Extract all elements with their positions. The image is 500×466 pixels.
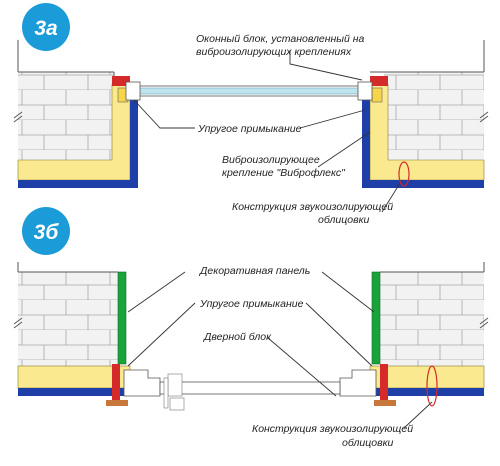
leader-window-block [289,50,363,81]
leader-elastic-right-b [305,302,373,367]
left-threshold [106,400,128,406]
badge-3b: 3б [22,207,70,255]
label-vibro-2: крепление "Виброфлекс" [222,167,346,179]
leader-vibro [317,131,371,168]
door-handle-left [167,373,183,397]
right-frame-bracket [371,87,383,103]
lining-highlight-a [398,161,410,187]
right-vibro-fixing [370,76,388,86]
door-leaf [159,381,341,395]
leader-lining-a [381,179,403,213]
right-decorative-panel [371,271,381,365]
label-window-block-1: Оконный блок, установленный на [196,33,365,45]
door-handle-right [169,397,185,411]
left-blue-layer-b [18,388,130,396]
label-lining-a-1: Конструкция звукоизолирующей [232,201,393,213]
label-vibro-1: Виброизолирующее [222,154,320,166]
left-vibro-fixing [112,76,130,86]
right-lining-a [362,76,485,188]
break-mark-left-b [13,317,23,329]
leader-decorative-left [127,271,186,313]
label-elastic-joint-b: Упругое примыкание [199,298,304,310]
panel-a: 3а [13,3,489,226]
break-mark-left-a [13,111,23,123]
leader-decorative-right [321,271,375,313]
leader-elastic-left-b [127,302,196,367]
label-lining-b-2: облицовки [342,437,394,449]
leader-lining-b [403,401,433,429]
left-red-fixing [112,364,120,402]
leader-elastic-left-a [133,99,195,129]
door-lock [163,377,169,409]
label-lining-b-1: Конструкция звукоизолирующей [252,423,413,435]
window-block [125,81,373,101]
panel-b: 3б [13,207,489,449]
right-threshold [374,400,396,406]
door-frame-right [339,369,377,397]
leader-elastic-right-a [299,109,366,129]
door-block [123,369,377,411]
label-lining-a-2: облицовки [318,214,370,226]
label-elastic-joint-a: Упругое примыкание [197,123,302,135]
left-wall-b [13,262,118,366]
right-red-fixing [380,364,388,402]
lining-highlight-b [426,365,438,407]
label-window-block-2: виброизолирующих креплениях [196,46,352,58]
break-mark-right-a [479,111,489,123]
window-frame-right [357,81,373,101]
right-wall-bricks [380,272,484,366]
badge-label: 3а [34,17,58,40]
label-decorative-panel: Декоративная панель [199,265,310,277]
right-wall-b [380,262,489,366]
window-glass [139,87,359,95]
door-frame-left [123,369,161,397]
badge-3a: 3а [22,3,70,51]
left-wall-a [13,40,115,178]
window-frame-left [125,81,141,101]
label-door-block: Дверной блок [203,331,272,343]
badge-circle [22,207,70,255]
badge-label: 3б [34,221,60,244]
badge-circle [22,3,70,51]
break-mark-right-b [479,317,489,329]
left-wall-bricks [18,272,118,366]
leader-door-block [267,337,337,397]
left-decorative-panel [117,271,127,365]
